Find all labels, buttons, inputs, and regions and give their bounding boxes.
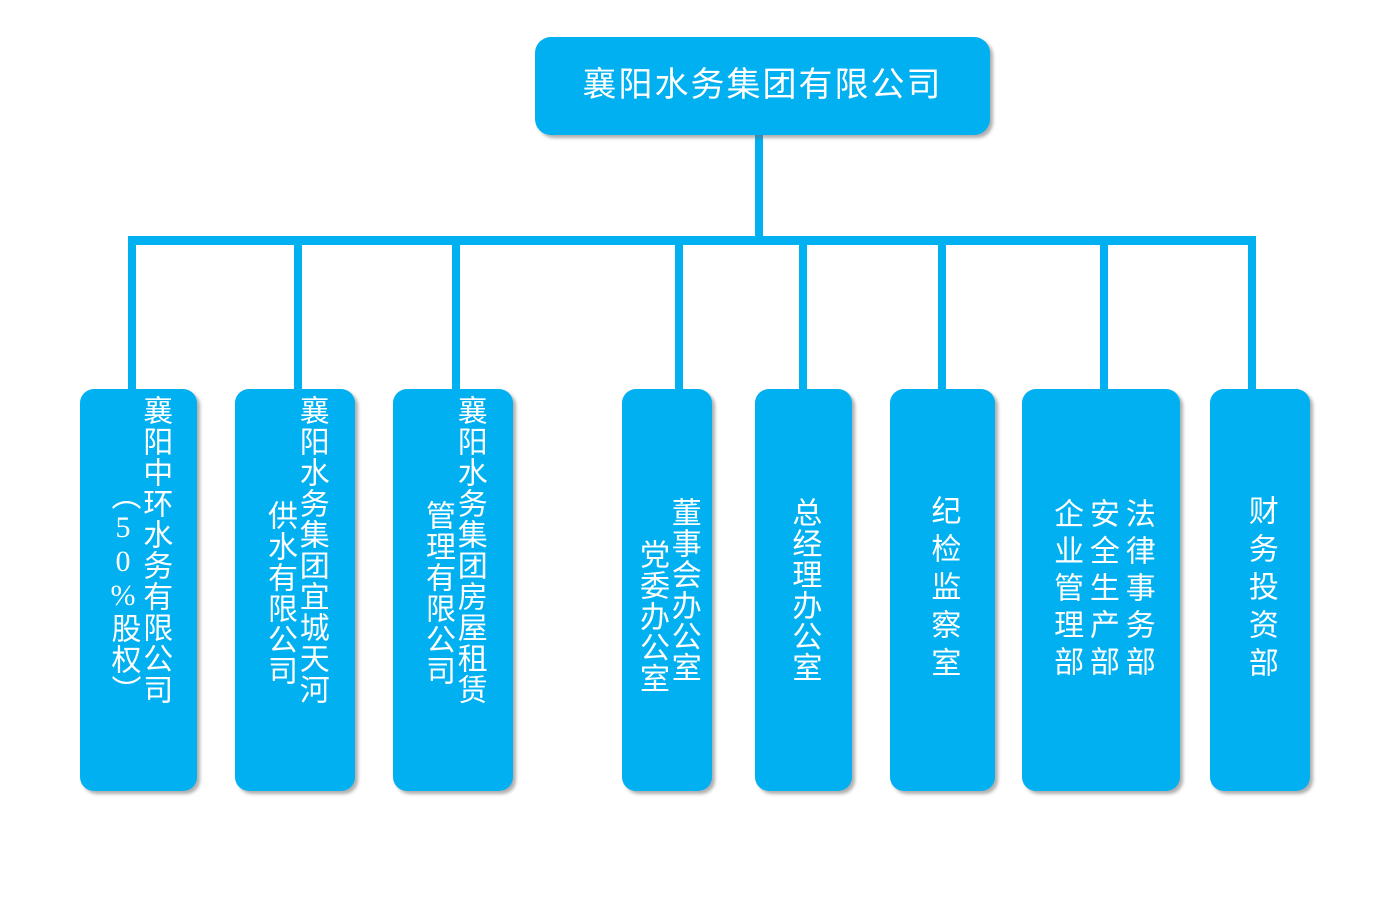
node-text-block: 董事会办公室 党委办公室 xyxy=(622,389,712,791)
node-text-block: 总经理办公室 xyxy=(755,389,852,791)
node-text-column: 安全生产部 xyxy=(1084,497,1118,683)
node-text-block: 襄阳水务集团宜城天河 供水有限公司 xyxy=(235,389,355,791)
node-department-finance-investment[interactable]: 财务投资部 xyxy=(1210,389,1310,791)
node-department-discipline-inspection[interactable]: 纪检监察室 xyxy=(890,389,995,791)
connector-drop-2 xyxy=(294,243,302,389)
node-text-column: 襄阳水务集团宜城天河 xyxy=(294,395,328,705)
node-text-block: 襄阳水务集团房屋租赁 管理有限公司 xyxy=(393,389,513,791)
connector-horizontal-bus xyxy=(128,236,1256,245)
node-text-column: 董事会办公室 xyxy=(666,497,700,683)
node-subsidiary-zhonghuan[interactable]: 襄阳中环水务有限公司 （50%股权） xyxy=(80,389,197,791)
connector-drop-7 xyxy=(1100,243,1108,389)
connector-drop-6 xyxy=(938,243,946,389)
node-subsidiary-yicheng-tianhe[interactable]: 襄阳水务集团宜城天河 供水有限公司 xyxy=(235,389,355,791)
node-text-column: （50%股权） xyxy=(106,480,140,706)
node-department-legal-safety-enterprise[interactable]: 法律事务部 安全生产部 企业管理部 xyxy=(1022,389,1180,791)
node-text-column: 党委办公室 xyxy=(635,538,668,694)
node-root-label: 襄阳水务集团有限公司 xyxy=(582,67,943,104)
node-text-column: 管理有限公司 xyxy=(421,500,454,686)
connector-drop-5 xyxy=(799,243,807,389)
node-text-column: 财务投资部 xyxy=(1243,495,1277,685)
connector-root-stem xyxy=(755,135,763,240)
node-text-block: 财务投资部 xyxy=(1210,389,1310,791)
node-department-board-party-office[interactable]: 董事会办公室 党委办公室 xyxy=(622,389,712,791)
connector-drop-8 xyxy=(1248,243,1256,389)
node-text-column: 襄阳水务集团房屋租赁 xyxy=(452,395,486,705)
node-text-block: 襄阳中环水务有限公司 （50%股权） xyxy=(80,389,197,791)
connector-drop-1 xyxy=(128,243,136,389)
node-text-column: 法律事务部 xyxy=(1120,497,1154,683)
node-text-column: 企业管理部 xyxy=(1049,497,1083,683)
connector-drop-3 xyxy=(452,243,460,389)
connector-drop-4 xyxy=(675,243,683,389)
node-department-general-manager-office[interactable]: 总经理办公室 xyxy=(755,389,852,791)
node-subsidiary-fangwu-zulin[interactable]: 襄阳水务集团房屋租赁 管理有限公司 xyxy=(393,389,513,791)
node-text-column: 襄阳中环水务有限公司 xyxy=(138,395,172,705)
node-text-column: 供水有限公司 xyxy=(263,500,296,686)
node-text-block: 纪检监察室 xyxy=(890,389,995,791)
node-text-column: 总经理办公室 xyxy=(787,497,821,683)
node-text-block: 法律事务部 安全生产部 企业管理部 xyxy=(1022,389,1180,791)
node-root[interactable]: 襄阳水务集团有限公司 xyxy=(535,37,990,135)
node-text-column: 纪检监察室 xyxy=(926,495,960,685)
